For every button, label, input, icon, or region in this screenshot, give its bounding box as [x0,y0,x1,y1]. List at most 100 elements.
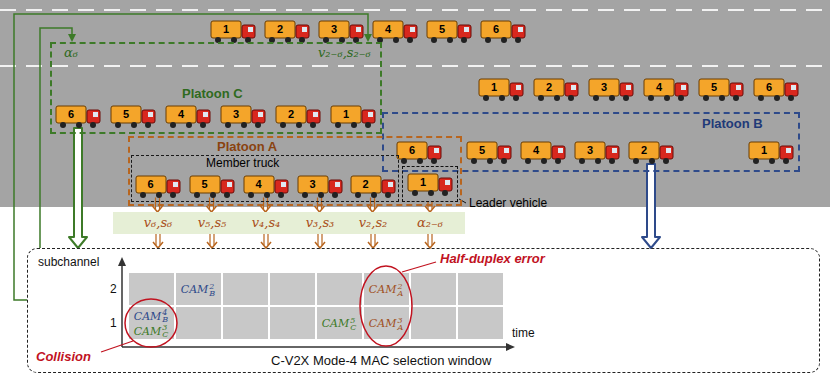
truck-trailer [244,176,274,193]
truck-window [445,180,450,185]
truck-icon [55,104,101,128]
truck-icon [243,174,289,198]
grid-cell [128,306,175,340]
truck-wheel [595,158,601,164]
truck-wheel [355,192,361,198]
truck-trailer [427,21,457,38]
label: Collision [36,349,91,364]
window-title: C-V2X Mode-4 MAC selection window [271,353,491,368]
truck-cab [675,83,688,96]
label: time [512,326,535,341]
truck-trailer [331,106,361,123]
truck-icon [350,174,396,198]
cam-message: CAM2A [369,281,403,296]
truck-wheel [609,95,615,101]
cam-superscript: 5 [350,317,356,324]
truck: 3 [574,140,620,164]
double-line [321,234,322,245]
resource-cell: CAM2B [175,272,222,306]
cam-message: CAM3C [134,323,169,338]
grid-cell [316,272,363,306]
cam-name: CAM [134,325,162,338]
truck: 2 [533,77,579,101]
truck-wheel [393,37,399,43]
truck-wheel [210,192,216,198]
truck-wheel [156,192,162,198]
truck-icon [264,19,310,43]
truck-wheel [664,95,670,101]
truck: 5 [189,174,235,198]
truck-trailer [479,79,509,96]
truck-trailer [629,142,659,159]
truck-window [356,27,361,32]
truck: 2 [264,19,310,43]
double-line [159,234,160,245]
grid-cell [363,272,410,306]
grid-cell [363,306,410,340]
truck-cab [329,180,342,193]
truck: 5 [110,104,156,128]
truck-wheel [663,158,669,164]
truck-window [203,112,208,117]
truck-window [258,112,263,117]
truck-trailer [373,21,403,38]
double-line [155,198,156,210]
truck-window [626,85,631,90]
truck: 4 [520,140,566,164]
grid-cell [269,272,316,306]
truck-wheel [568,95,574,101]
truck-window [681,85,686,90]
truck-number: 5 [111,106,141,123]
signal-label: v₆,s₆ [144,213,173,232]
truck-icon [698,77,744,101]
truck-wheel [678,95,684,101]
double-line [213,234,214,245]
truck-trailer [211,21,241,38]
truck-icon [480,19,526,43]
axis-arrowhead [506,343,515,351]
connector-line [40,28,72,248]
truck: 6 [396,140,442,164]
cam-superscript: 4 [162,309,168,316]
truck-trailer [589,79,619,96]
truck-cab [512,25,525,38]
truck-number: 6 [56,106,86,123]
truck-wheel [593,95,599,101]
truck-wheel [170,122,176,128]
signal-label: v₄,s₄ [252,213,281,232]
truck-number: 5 [699,79,729,96]
index-stack: 3A [397,317,403,331]
truck-window [281,182,286,187]
truck-number: 4 [244,176,274,193]
index-stack: 2B [209,283,215,297]
axis-line [122,346,508,348]
truck-cab [510,83,523,96]
truck-number: 4 [644,79,674,96]
lane-line [0,65,830,67]
double-line [317,198,318,210]
truck-wheel [335,122,341,128]
truck-wheel [280,122,286,128]
grid-cell [175,272,222,306]
cam-message: CAM5C [322,315,357,330]
truck-cab [275,180,288,193]
truck-wheel [431,37,437,43]
truck-number: 4 [521,142,551,159]
truck-trailer [534,79,564,96]
truck-window [302,27,307,32]
truck: 6 [480,19,526,43]
arrowhead [68,34,76,42]
grid-cell [222,306,269,340]
truck-icon [396,140,442,164]
truck-window [173,182,178,187]
grid-cell [457,306,504,340]
truck-trailer [276,106,306,123]
connector [642,164,660,248]
truck-number: 3 [298,176,328,193]
truck-window [516,85,521,90]
connector [153,234,163,248]
cam-message: CAM3A [369,315,403,330]
signal-label: v₃,s₃ [306,213,335,232]
grid-cell [222,272,269,306]
